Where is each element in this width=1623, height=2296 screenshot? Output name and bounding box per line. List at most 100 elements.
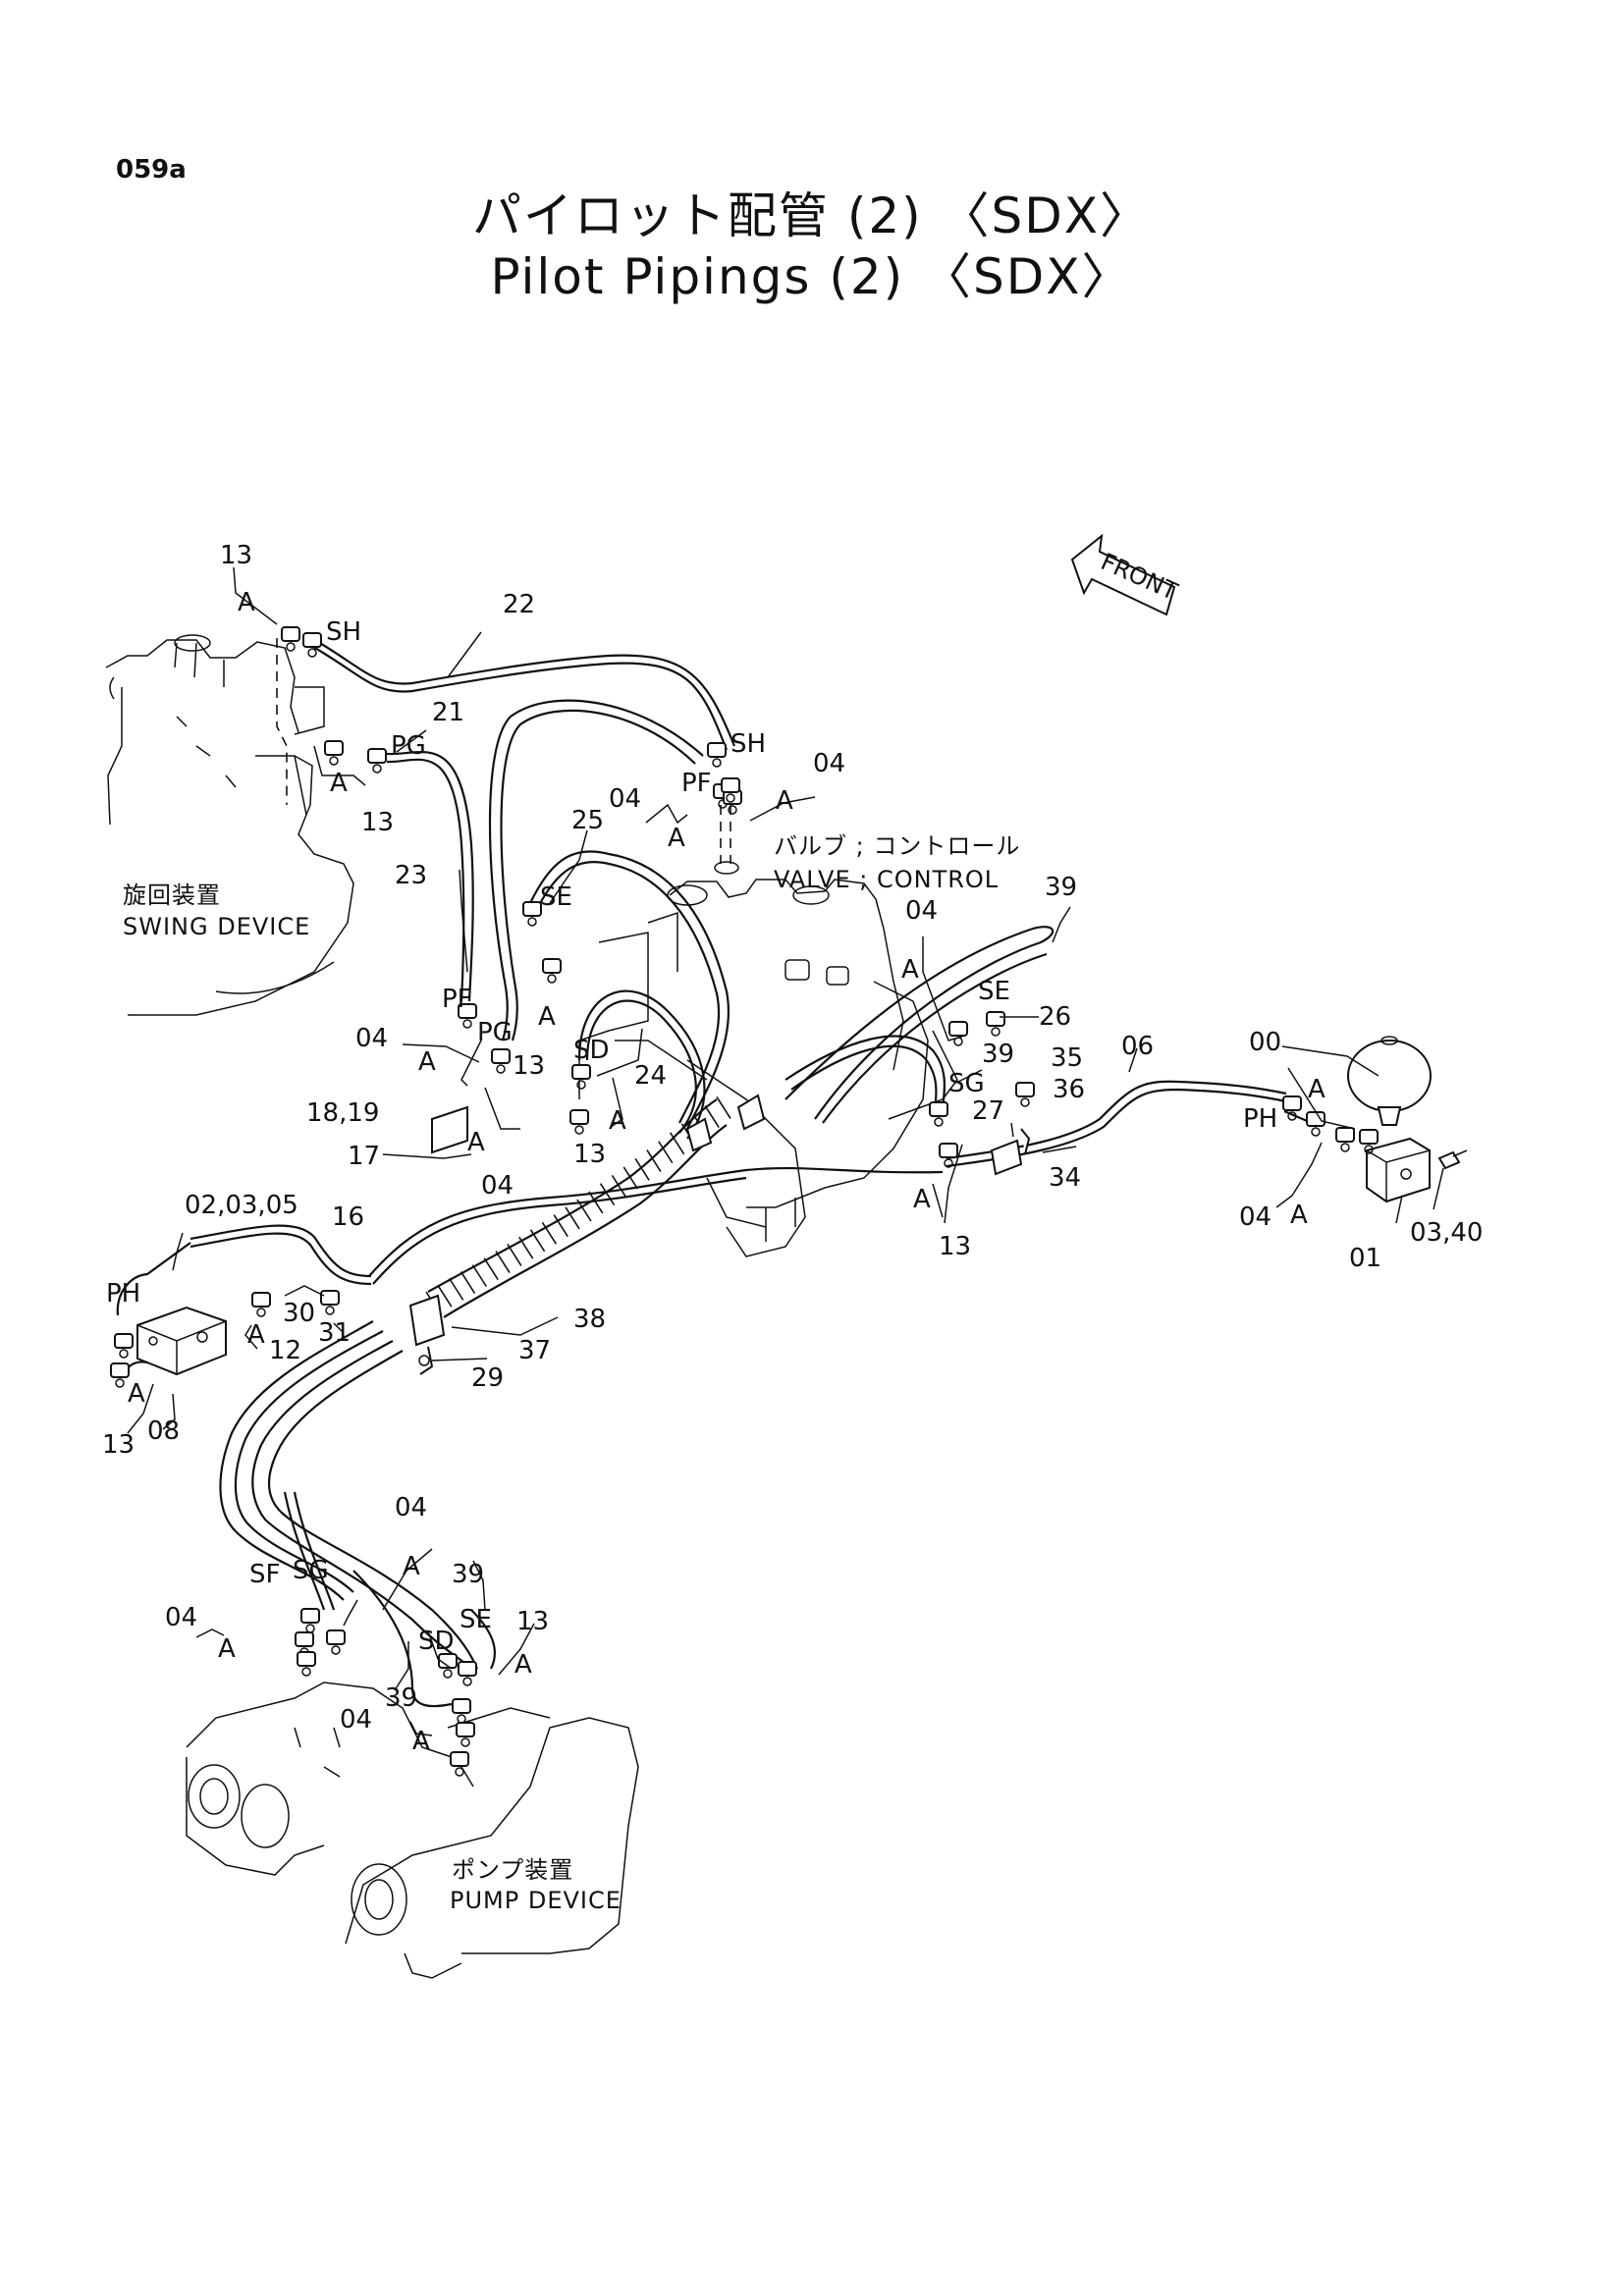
o-ring-icon — [527, 917, 537, 927]
leader-lines — [127, 566, 1444, 1736]
o-ring-icon — [944, 1158, 953, 1168]
callout-cPF2: PF — [442, 985, 472, 1014]
fitting-icon — [929, 1101, 948, 1117]
swing-device-label-ja: 旋回装置 — [123, 881, 221, 909]
callout-cPG1: PG — [391, 731, 426, 761]
fitting-icon — [721, 777, 740, 793]
pump-device-label-ja: ポンプ装置 — [452, 1856, 573, 1884]
callout-c29: 29 — [471, 1363, 504, 1393]
callout-cSD1: SD — [573, 1036, 610, 1065]
callout-cA12: A — [1290, 1201, 1308, 1230]
spiral-wrap-mark — [576, 1199, 592, 1222]
fitting-icon — [569, 1109, 589, 1125]
fitting-icon — [542, 958, 562, 974]
o-ring-icon — [455, 1767, 464, 1777]
callout-cSH2: SH — [730, 729, 766, 759]
accumulator — [1347, 1036, 1432, 1126]
title-japanese: パイロット配管 (2) 〈SDX〉 — [471, 187, 1152, 244]
callout-cA16: A — [218, 1634, 236, 1664]
pilot-hoses — [116, 635, 1313, 1708]
swing-device-housing — [105, 634, 354, 1016]
fitting-icon — [1282, 1095, 1302, 1111]
fitting-icon — [438, 1653, 458, 1669]
callout-c04h: 04 — [165, 1603, 197, 1632]
fitting-icon — [491, 1048, 511, 1064]
fitting-icon — [251, 1292, 271, 1308]
callout-cA17: A — [514, 1650, 532, 1680]
fitting-icon — [110, 1362, 130, 1378]
fitting-icon — [302, 632, 322, 648]
fitting-icon — [326, 1629, 346, 1645]
callout-c25: 25 — [571, 806, 604, 835]
callout-cA4: A — [776, 786, 793, 816]
spiral-wrap-mark — [565, 1206, 580, 1230]
callout-cA2: A — [330, 769, 348, 798]
spiral-wrap-mark — [646, 1149, 662, 1173]
fittings — [110, 626, 1379, 1777]
pilot-block-01 — [1366, 1137, 1468, 1203]
o-ring-icon — [372, 764, 382, 774]
fitting-icon — [456, 1722, 475, 1737]
fitting-icon — [452, 1698, 471, 1714]
callout-c26: 26 — [1039, 1002, 1071, 1032]
fitting-icon — [295, 1631, 314, 1647]
spiral-wrap-mark — [529, 1229, 546, 1253]
o-ring-icon — [1020, 1097, 1030, 1107]
callout-cPF1: PF — [681, 769, 712, 798]
callout-cSH1: SH — [326, 617, 361, 647]
callout-cA11: A — [913, 1185, 931, 1214]
fitting-icon — [114, 1333, 134, 1349]
callout-cA5: A — [901, 955, 919, 985]
fitting-icon — [324, 740, 344, 756]
callout-cSD2: SD — [418, 1627, 455, 1656]
spiral-wrap-mark — [704, 1105, 720, 1129]
fitting-icon — [1306, 1111, 1325, 1127]
callout-c36: 36 — [1053, 1075, 1085, 1104]
callout-c13b: 13 — [361, 808, 394, 837]
callout-cA6: A — [418, 1047, 436, 1077]
fitting-icon — [522, 901, 542, 917]
callout-c37: 37 — [518, 1336, 551, 1365]
spiral-wrap-mark — [622, 1166, 638, 1190]
spiral-wrap-mark — [634, 1157, 650, 1181]
o-ring-icon — [462, 1019, 472, 1029]
callout-cSE1: SE — [540, 882, 572, 912]
pump-device-label-en: PUMP DEVICE — [450, 1887, 622, 1914]
o-ring-icon — [496, 1064, 506, 1074]
spiral-wrap-mark — [460, 1271, 476, 1294]
swing-device-label-en: SWING DEVICE — [123, 913, 310, 940]
o-ring-icon — [1311, 1127, 1321, 1137]
callout-c22: 22 — [503, 590, 535, 619]
o-ring-icon — [460, 1737, 470, 1747]
callout-cPH1: PH — [1243, 1104, 1277, 1134]
spiral-wrap-mark — [716, 1095, 731, 1119]
spiral-wrap-mark — [449, 1277, 464, 1301]
fitting-icon — [1359, 1129, 1379, 1145]
o-ring-icon — [462, 1677, 472, 1686]
fitting-icon — [458, 1003, 477, 1019]
o-ring-icon — [1287, 1111, 1297, 1121]
callout-cSG2: SG — [293, 1556, 329, 1585]
callout-c020305: 02,03,05 — [185, 1191, 298, 1220]
spiral-wrap-mark — [495, 1251, 511, 1274]
callout-c21: 21 — [432, 698, 464, 727]
callout-c16: 16 — [332, 1202, 364, 1232]
callout-c04d: 04 — [355, 1024, 388, 1053]
callout-cA8: A — [609, 1106, 626, 1136]
o-ring-icon — [119, 1349, 129, 1359]
callout-c13e: 13 — [939, 1232, 971, 1261]
o-ring-icon — [1364, 1145, 1374, 1154]
callout-c31: 31 — [318, 1318, 351, 1348]
o-ring-icon — [934, 1117, 944, 1127]
callout-cSG1: SG — [948, 1069, 985, 1098]
fitting-icon — [939, 1143, 958, 1158]
callout-cA7: A — [538, 1002, 556, 1032]
callout-c18: 18,19 — [306, 1098, 379, 1128]
spiral-wrap-mark — [483, 1257, 499, 1281]
fitting-icon — [458, 1661, 477, 1677]
callout-cSF: SF — [249, 1560, 280, 1589]
callout-c04b: 04 — [813, 749, 845, 778]
fitting-icon — [1335, 1127, 1355, 1143]
